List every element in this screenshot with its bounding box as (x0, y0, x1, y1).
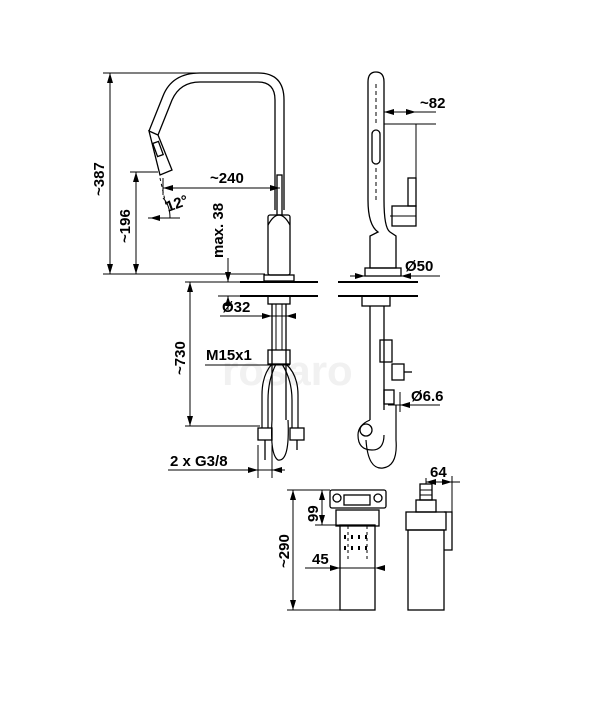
faucet-front-view (148, 72, 318, 461)
label-side-offset: ~82 (420, 95, 445, 112)
label-weight-width: 64 (430, 464, 447, 481)
weight-dimension-lines (287, 489, 385, 611)
label-height-spout: ~196 (117, 209, 134, 243)
weight-side-dimension-lines (426, 476, 460, 512)
side-dimension-lines (350, 109, 440, 412)
weight-front-view (329, 489, 387, 611)
label-height-total: ~387 (91, 162, 108, 196)
label-hole-dia: Ø6.6 (411, 388, 444, 405)
label-reach: ~240 (210, 170, 244, 187)
label-angle: 12° (164, 192, 191, 216)
label-connection: 2 x G3/8 (170, 453, 228, 470)
label-hose-length: ~730 (172, 341, 189, 375)
label-base-dia: Ø32 (222, 299, 250, 316)
label-thread: M15x1 (206, 347, 252, 364)
weight-side-view (405, 478, 453, 611)
label-weight-top: 99 (305, 505, 322, 522)
label-weight-dia: 45 (312, 551, 329, 568)
faucet-side-view (338, 71, 418, 469)
label-deck-max: max. 38 (210, 203, 227, 258)
label-weight-height: ~290 (276, 534, 293, 568)
front-dimension-lines (103, 72, 296, 478)
label-rosette-dia: Ø50 (405, 258, 433, 275)
watermark: rosaro (222, 347, 353, 394)
